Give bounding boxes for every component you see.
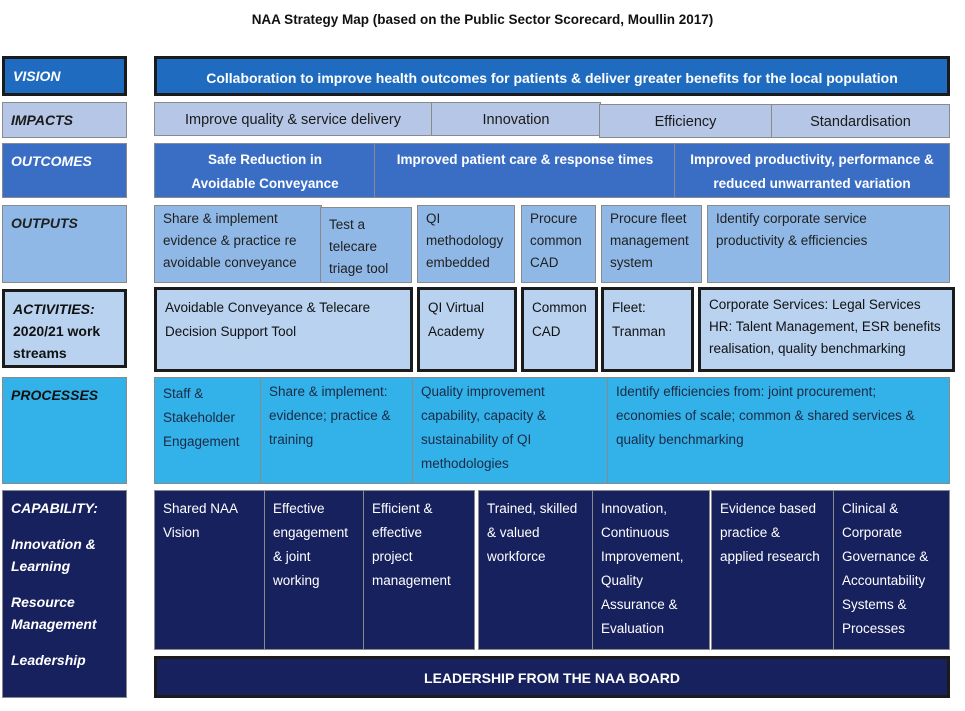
process-efficiencies: Identify efficiencies from: joint procur…	[607, 377, 950, 484]
header-outputs: OUTPUTS	[2, 205, 127, 283]
impact-quality: Improve quality & service delivery	[154, 102, 432, 136]
impact-efficiency: Efficiency	[599, 104, 772, 138]
header-processes: PROCESSES	[2, 377, 127, 484]
activity-fleet-tranman: Fleet:Tranman	[601, 287, 694, 372]
process-share-implement: Share & implement:evidence; practice &tr…	[260, 377, 413, 484]
outcome-patient-care: Improved patient care & response times	[374, 143, 676, 198]
header-vision: VISION	[2, 56, 127, 96]
impact-innovation: Innovation	[431, 102, 601, 136]
impact-standardisation: Standardisation	[771, 104, 950, 138]
header-activities: ACTIVITIES: 2020/21 work streams	[2, 289, 127, 368]
leadership-board: LEADERSHIP FROM THE NAA BOARD	[154, 656, 950, 698]
header-outcomes: OUTCOMES	[2, 143, 127, 198]
outcome-productivity: Improved productivity, performance &redu…	[674, 143, 950, 198]
diagram-title: NAA Strategy Map (based on the Public Se…	[251, 12, 714, 27]
vision-box: Collaboration to improve health outcomes…	[154, 56, 950, 96]
header-impacts: IMPACTS	[2, 102, 127, 138]
header-capability: CAPABILITY: Innovation & Learning Resour…	[2, 490, 127, 698]
